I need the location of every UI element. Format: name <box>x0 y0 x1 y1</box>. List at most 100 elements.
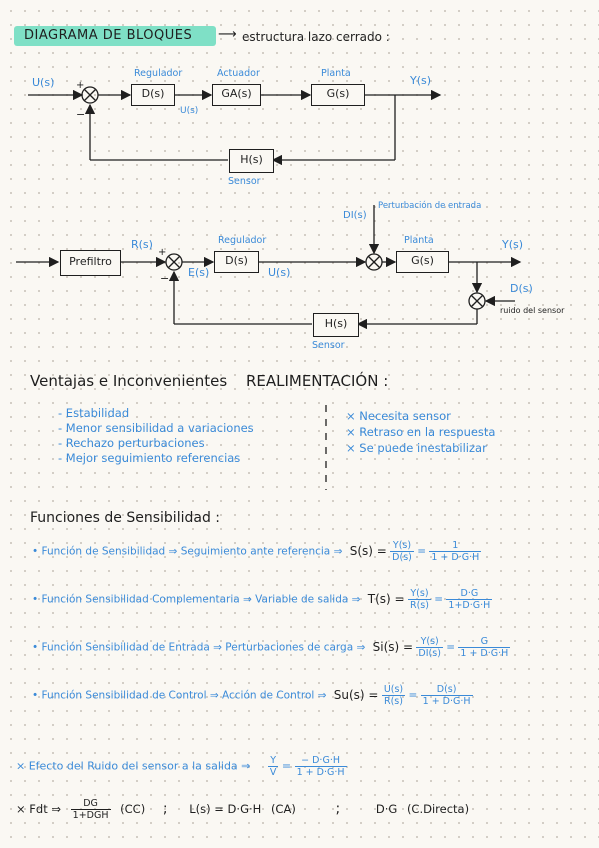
frac-num: Y(s) <box>390 540 414 552</box>
d2-regulador-label: Regulador <box>218 235 267 246</box>
con-item: × Necesita sensor <box>346 409 451 423</box>
frac-den: DI(s) <box>418 648 441 659</box>
pro-item: - Estabilidad <box>58 406 130 420</box>
frac-den: 1 + D·G·H <box>431 552 480 563</box>
d1-plus-sign: + <box>76 80 85 91</box>
d1-minus-sign: − <box>76 108 86 121</box>
frac-num: 1 <box>429 540 482 552</box>
d1-h-block: H(s) <box>229 149 274 173</box>
d2-minus-sign: − <box>160 272 170 285</box>
d1-planta-label: Planta <box>321 68 351 79</box>
d2-di-signal: DI(s) <box>343 210 367 221</box>
d1-actuador-label: Actuador <box>217 68 260 79</box>
frac-den: R(s) <box>384 696 403 707</box>
fdt-ls: L(s) = D·G·H <box>189 802 262 816</box>
d1-output-label: Y(s) <box>410 74 432 87</box>
sens-item-1: • Función de Sensibilidad ⇒ Seguimiento … <box>32 540 482 563</box>
d2-prefiltro-block: Prefiltro <box>60 250 121 276</box>
frac-den: D(s) <box>392 552 412 563</box>
d1-g-block: G(s) <box>311 84 365 106</box>
d2-planta-label: Planta <box>404 235 434 246</box>
sens-expr: S(s) = <box>349 543 387 558</box>
frac-num: DG <box>70 798 111 810</box>
efecto-row: × Efecto del Ruido del sensor a la salid… <box>16 755 347 778</box>
d2-u-signal: U(s) <box>268 266 291 279</box>
sens-frac-1: Y(s)D(s) <box>390 540 414 563</box>
sens-item-4: • Función Sensibilidad de Control ⇒ Acci… <box>32 684 473 707</box>
pros-list: - Estabilidad - Menor sensibilidad a var… <box>58 406 254 466</box>
frac-num: D·G <box>446 588 493 600</box>
sens-frac-1: Y(s)DI(s) <box>416 636 443 659</box>
d2-ruido-label: ruido del sensor <box>500 306 565 315</box>
funciones-heading: Funciones de Sensibilidad : <box>30 510 220 526</box>
d2-plus-sign: + <box>158 247 167 258</box>
sens-label: • Función Sensibilidad de Entrada ⇒ Pert… <box>32 641 366 654</box>
d1-ga-block: GA(s) <box>212 84 261 106</box>
sens-frac-1: U(s)R(s) <box>381 684 406 707</box>
fdt-ca: (CA) <box>270 802 296 816</box>
fdt-cd: (C.Directa) <box>406 802 470 816</box>
sens-item-3: • Función Sensibilidad de Entrada ⇒ Pert… <box>32 636 511 659</box>
pro-item: - Rechazo perturbaciones <box>58 436 205 450</box>
frac-num: U(s) <box>381 684 406 696</box>
frac-den: R(s) <box>409 600 429 611</box>
con-item: × Retraso en la respuesta <box>346 425 496 439</box>
sens-expr: Su(s) = <box>333 687 379 702</box>
d2-r-signal: R(s) <box>131 238 153 251</box>
con-item: × Se puede inestabilizar <box>346 441 487 455</box>
sens-label: • Función de Sensibilidad ⇒ Seguimiento … <box>32 545 343 558</box>
d1-d-block: D(s) <box>131 84 175 106</box>
frac-den: 1 + D·G·H <box>422 696 471 707</box>
d1-u-signal: U(s) <box>180 106 199 116</box>
d2-g-block: G(s) <box>396 251 449 273</box>
fdt-dg: D·G <box>375 802 398 816</box>
frac-den: 1+D·G·H <box>448 600 491 611</box>
title-arrow: ⟶ <box>218 27 237 42</box>
frac-num: D(s) <box>420 684 473 696</box>
d1-sensor-label: Sensor <box>228 176 261 187</box>
sens-item-2: • Función Sensibilidad Complementaria ⇒ … <box>32 588 493 611</box>
page-title: DIAGRAMA DE BLOQUES <box>24 28 193 43</box>
frac-den: 1+DGH <box>72 810 109 821</box>
fdt-sep-2: ; <box>335 801 341 817</box>
d2-h-block: H(s) <box>313 313 359 337</box>
d2-e-signal: E(s) <box>188 266 210 279</box>
ventajas-heading-a: Ventajas e Inconvenientes <box>30 372 228 390</box>
frac-den: V <box>269 767 277 778</box>
sens-frac-1: Y(s)R(s) <box>407 588 431 611</box>
d2-sensor-label: Sensor <box>312 340 345 351</box>
d2-noise-signal: D(s) <box>510 282 533 295</box>
frac-num: G <box>458 636 511 648</box>
d2-perturbacion-label: Perturbación de entrada <box>378 201 482 211</box>
pro-item: - Mejor seguimiento referencias <box>58 451 241 465</box>
sens-expr: Si(s) = <box>372 639 414 654</box>
sens-expr: T(s) = <box>367 591 405 606</box>
frac-num: − D·G·H <box>294 755 347 767</box>
fdt-sep-1: ; <box>162 801 168 817</box>
frac-num: Y <box>267 755 279 767</box>
d1-input-label: U(s) <box>32 76 55 89</box>
d1-regulador-label: Regulador <box>134 68 183 79</box>
pro-item: - Menor sensibilidad a variaciones <box>58 421 254 435</box>
title-suffix: estructura lazo cerrado : <box>242 30 390 44</box>
frac-den: 1 + D·G·H <box>296 767 345 778</box>
frac-num: Y(s) <box>407 588 431 600</box>
d2-output-label: Y(s) <box>502 238 524 251</box>
sens-frac-2: D(s)1 + D·G·H <box>420 684 473 707</box>
d2-d-block: D(s) <box>214 251 259 273</box>
fdt-cc: (CC) <box>120 802 146 816</box>
sens-label: • Función Sensibilidad de Control ⇒ Acci… <box>32 689 327 702</box>
title-highlight <box>14 26 216 46</box>
cons-list: × Necesita sensor × Retraso en la respue… <box>346 408 495 456</box>
fdt-label: × Fdt ⇒ <box>16 802 62 816</box>
ventajas-heading: Ventajas e Inconvenientes REALIMENTACIÓN… <box>30 372 388 390</box>
ventajas-heading-b: REALIMENTACIÓN : <box>245 372 389 390</box>
